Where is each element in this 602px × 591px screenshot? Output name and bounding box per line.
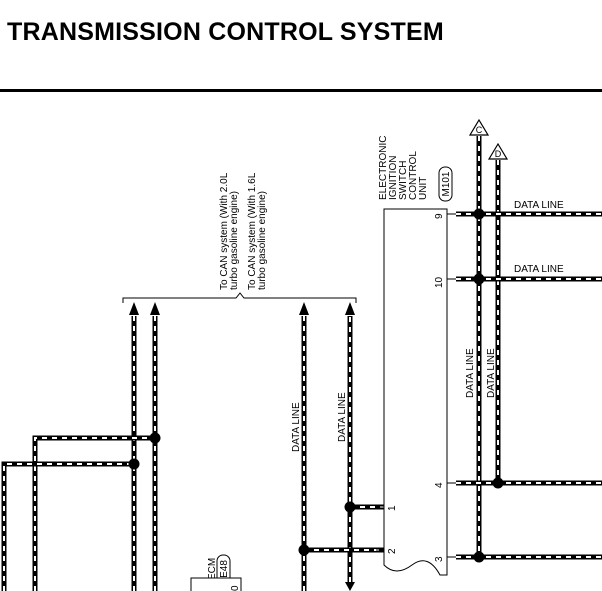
pin-label: 10 — [434, 276, 445, 288]
connector-d: D — [487, 142, 509, 160]
wire-dash — [3, 463, 134, 591]
wire-dash — [34, 437, 155, 591]
svg-text:ECM: ECM — [207, 558, 218, 580]
arrowhead — [345, 582, 355, 591]
data-line-label: DATA LINE — [291, 402, 302, 452]
ecm-label: ECM — [207, 558, 218, 580]
page-title: TRANSMISSION CONTROL SYSTEM — [7, 18, 444, 46]
can-bracket — [122, 292, 357, 303]
svg-text:M101: M101 — [441, 171, 452, 196]
svg-text:turbo gasoline engine): turbo gasoline engine) — [229, 191, 240, 290]
arrowheads — [129, 302, 355, 591]
can-note-20: To CAN system (With 2.0L turbo gasoline … — [219, 172, 240, 290]
data-line-label: DATA LINE — [465, 348, 476, 398]
arrowhead — [129, 302, 139, 315]
junction-dots — [128, 208, 504, 563]
svg-text:UNIT: UNIT — [418, 177, 429, 200]
pin-stubs — [376, 213, 456, 558]
svg-text:CONTROL: CONTROL — [408, 151, 419, 200]
arrowhead — [345, 302, 355, 315]
arrowhead — [299, 302, 309, 315]
junction-dot — [298, 544, 310, 556]
pin-label: 9 — [434, 213, 445, 219]
arrowhead — [150, 302, 160, 315]
data-line-label: DATA LINE — [337, 392, 348, 442]
wires — [1, 136, 602, 591]
junction-dot — [492, 477, 504, 489]
junction-dot — [473, 551, 485, 563]
pin-label: 4 — [434, 482, 445, 488]
ignition-unit-box — [383, 208, 448, 576]
pin-label: 1 — [387, 505, 398, 511]
junction-dot — [128, 458, 140, 470]
junction-dot — [149, 432, 161, 444]
svg-text:To CAN system (With 2.0L: To CAN system (With 2.0L — [219, 172, 230, 290]
ignition-pins: 9 10 4 3 1 2 — [387, 213, 445, 562]
connector-d-label: D — [495, 149, 502, 159]
ecm-pin: 0 — [230, 585, 241, 591]
svg-text:IGNITION: IGNITION — [388, 156, 399, 200]
svg-text:To CAN system (With 1.6L: To CAN system (With 1.6L — [247, 172, 258, 290]
ecm-box — [190, 577, 242, 591]
data-line-labels: DATA LINE DATA LINE DATA LINE DATA LINE … — [291, 200, 564, 452]
svg-text:E48: E48 — [219, 560, 230, 578]
svg-text:turbo gasoline engine): turbo gasoline engine) — [257, 191, 268, 290]
junction-dot — [473, 273, 485, 285]
pin-label: 3 — [434, 556, 445, 562]
header-rule — [0, 89, 602, 92]
ignition-unit-connector: M101 — [438, 166, 453, 202]
junction-dot — [473, 208, 485, 220]
junction-dot — [344, 501, 356, 513]
data-line-label: DATA LINE — [486, 348, 497, 398]
data-line-label: DATA LINE — [514, 264, 564, 275]
ignition-unit-label: ELECTRONIC IGNITION SWITCH CONTROL UNIT — [378, 136, 429, 200]
pin-label: 2 — [387, 548, 398, 554]
data-line-label: DATA LINE — [514, 200, 564, 211]
connector-c: C — [468, 118, 490, 136]
can-note-16: To CAN system (With 1.6L turbo gasoline … — [247, 172, 268, 290]
svg-text:ELECTRONIC: ELECTRONIC — [378, 136, 389, 200]
svg-text:SWITCH: SWITCH — [398, 161, 409, 200]
wire — [1, 461, 134, 591]
connector-c-label: C — [476, 125, 483, 135]
